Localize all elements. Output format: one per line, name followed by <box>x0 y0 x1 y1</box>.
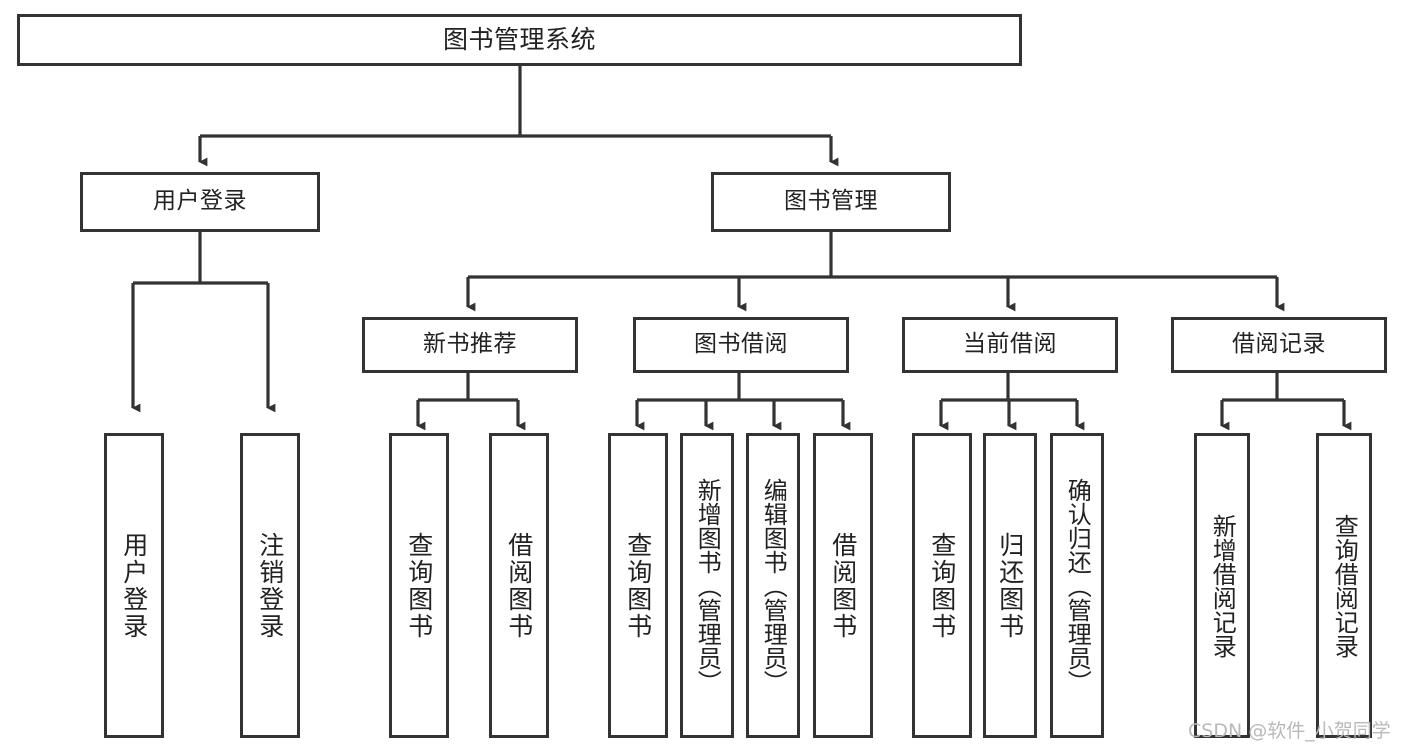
node-label: 新书推荐 <box>423 331 517 358</box>
node-root-book-management-system[interactable]: 图书管理系统 <box>17 14 1022 66</box>
leaf-recommend-query-book[interactable]: 查询图书 <box>389 433 449 738</box>
leaf-borrow-query-book[interactable]: 查询图书 <box>608 433 668 738</box>
node-label: 查询图书 <box>927 531 957 640</box>
node-label: 用户登录 <box>153 188 247 215</box>
csdn-watermark: CSDN @软件_小贺同学 <box>1188 720 1391 742</box>
node-label: 借阅图书 <box>504 531 534 640</box>
node-borrow-record[interactable]: 借阅记录 <box>1171 317 1387 373</box>
leaf-borrow-edit-book-admin[interactable]: 编辑图书（管理员） <box>746 433 800 738</box>
node-label: 图书借阅 <box>694 331 788 358</box>
leaf-borrow-borrow-book[interactable]: 借阅图书 <box>813 433 873 738</box>
node-book-management[interactable]: 图书管理 <box>711 172 951 232</box>
node-label: 查询借阅记录 <box>1330 513 1359 658</box>
node-label: 借阅图书 <box>828 531 858 640</box>
node-current-borrow[interactable]: 当前借阅 <box>902 317 1118 373</box>
node-label: 注销登录 <box>255 531 285 640</box>
node-label: 确认归还（管理员） <box>1063 477 1092 694</box>
leaf-borrow-add-book-admin[interactable]: 新增图书（管理员） <box>680 433 734 738</box>
node-label: 查询图书 <box>623 531 653 640</box>
node-book-borrow[interactable]: 图书借阅 <box>633 317 849 373</box>
leaf-user-login-login[interactable]: 用户登录 <box>104 433 164 738</box>
node-label: 新增借阅记录 <box>1208 513 1237 658</box>
node-label: 新增图书（管理员） <box>693 477 722 694</box>
leaf-user-login-logout[interactable]: 注销登录 <box>240 433 300 738</box>
node-label: 借阅记录 <box>1232 331 1326 358</box>
node-label: 图书管理 <box>784 188 878 215</box>
leaf-current-query-book[interactable]: 查询图书 <box>912 433 972 738</box>
node-label: 编辑图书（管理员） <box>759 477 788 694</box>
node-label: 图书管理系统 <box>442 25 596 54</box>
leaf-current-confirm-return-admin[interactable]: 确认归还（管理员） <box>1050 433 1104 738</box>
node-label: 归还图书 <box>995 531 1025 640</box>
node-label: 当前借阅 <box>963 331 1057 358</box>
leaf-record-query-record[interactable]: 查询借阅记录 <box>1316 433 1372 738</box>
leaf-recommend-borrow-book[interactable]: 借阅图书 <box>489 433 549 738</box>
node-user-login[interactable]: 用户登录 <box>80 172 320 232</box>
leaf-current-return-book[interactable]: 归还图书 <box>983 433 1037 738</box>
node-label: 查询图书 <box>404 531 434 640</box>
leaf-record-add-record[interactable]: 新增借阅记录 <box>1194 433 1250 738</box>
node-label: 用户登录 <box>119 531 149 640</box>
node-new-book-recommend[interactable]: 新书推荐 <box>362 317 578 373</box>
